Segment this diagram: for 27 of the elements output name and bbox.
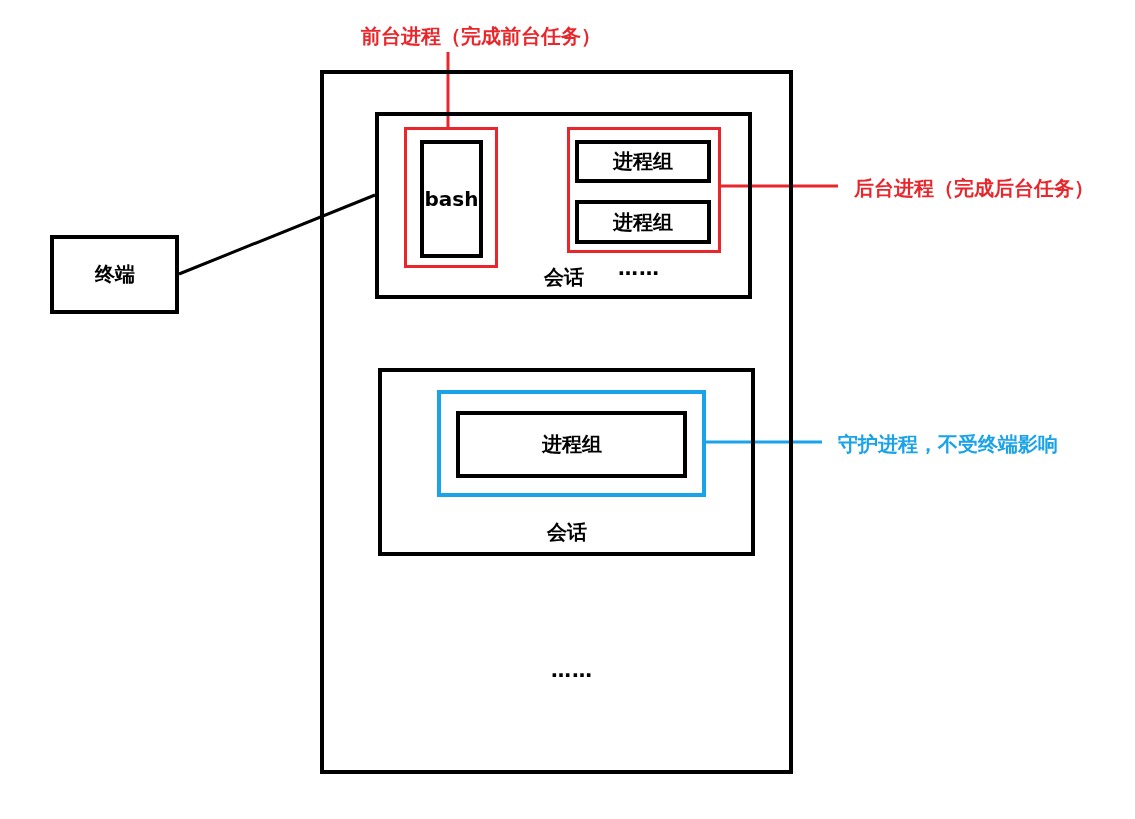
process-box [375, 112, 752, 299]
node-label: 守护进程，不受终端影响 [838, 430, 1058, 458]
ellipsis-text: …… [551, 658, 593, 682]
group-frame [320, 70, 793, 774]
node-label: 会话 [543, 264, 584, 291]
group-frame [437, 390, 706, 497]
group-frame [404, 127, 498, 268]
node-label: 进程组 [541, 431, 602, 458]
group-frame [567, 127, 721, 253]
node-label: bash [424, 187, 479, 211]
connector-line [446, 52, 450, 127]
node-label: 进程组 [613, 208, 673, 236]
process-box [575, 200, 711, 244]
process-box [50, 235, 179, 314]
connector-line [721, 184, 838, 188]
connector-line [706, 440, 822, 444]
process-box [575, 140, 711, 183]
node-label: 后台进程（完成后台任务） [854, 174, 1094, 202]
node-label: 前台进程（完成前台任务） [361, 22, 601, 50]
node-label: 会话 [546, 519, 587, 546]
process-box [420, 140, 483, 258]
node-label: 进程组 [613, 148, 673, 175]
process-box [378, 368, 755, 556]
ellipsis-text: …… [618, 256, 660, 280]
connector-line [178, 193, 376, 276]
node-label: 终端 [94, 261, 135, 288]
process-box [456, 411, 687, 478]
